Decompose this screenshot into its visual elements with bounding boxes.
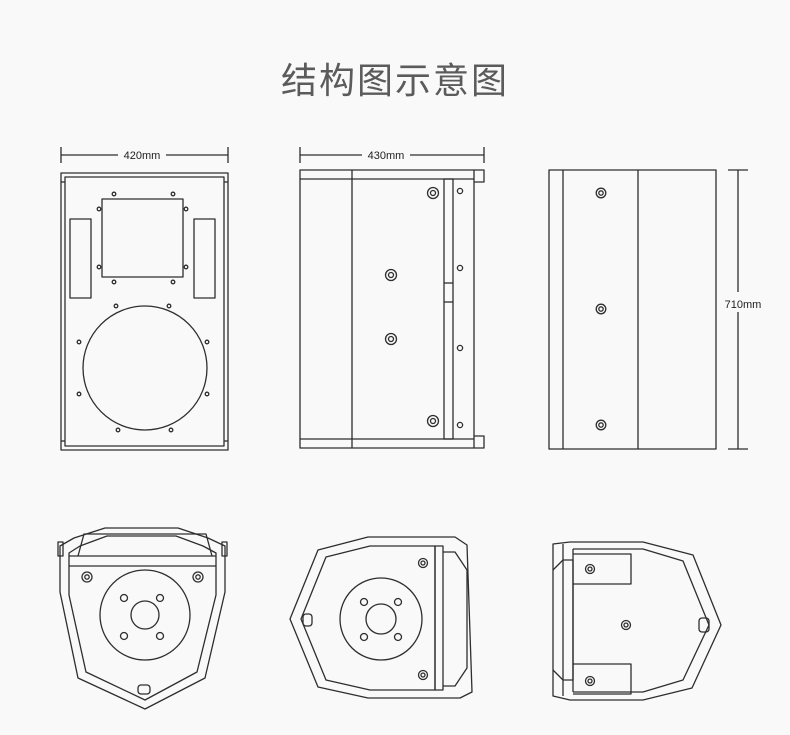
bottom-view bbox=[552, 541, 722, 701]
angled-view bbox=[289, 536, 473, 699]
side-view bbox=[299, 169, 485, 449]
front-view bbox=[60, 172, 229, 451]
dim-height-label: 710mm bbox=[725, 299, 762, 311]
dim-side-depth-label: 430mm bbox=[368, 150, 405, 162]
dim-side-depth: 430mm bbox=[299, 147, 485, 163]
back-view bbox=[548, 169, 717, 450]
dim-height: 710mm bbox=[725, 169, 762, 450]
dim-front-width: 420mm bbox=[60, 147, 229, 163]
top-view bbox=[57, 527, 228, 710]
dim-front-width-label: 420mm bbox=[124, 150, 161, 162]
page-title: 结构图示意图 bbox=[280, 61, 509, 102]
